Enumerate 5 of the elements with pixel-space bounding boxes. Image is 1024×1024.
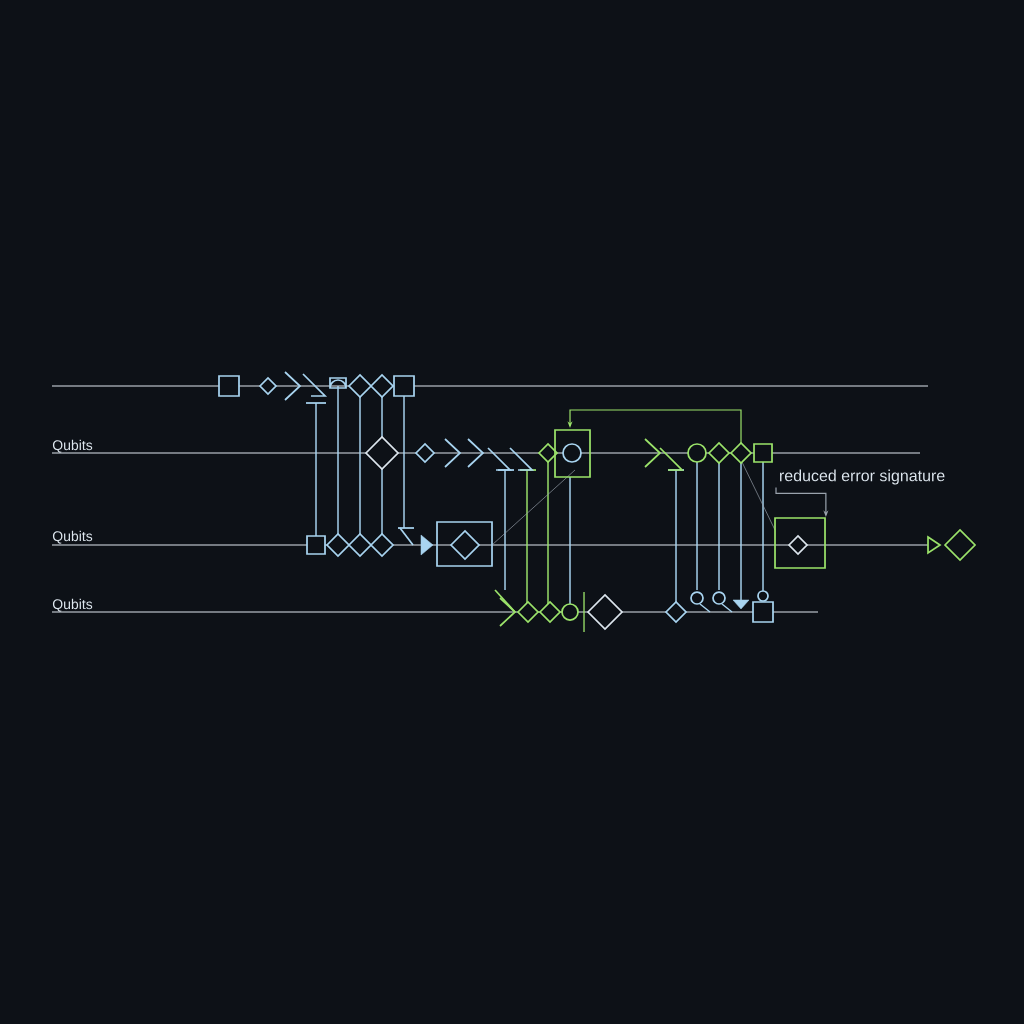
annotation-text: reduced error signature: [780, 469, 945, 485]
wire-label: Qubits: [52, 598, 93, 612]
wire-label: Qubits: [52, 530, 93, 544]
gate-box: [774, 517, 826, 569]
wire-label: Qubits: [52, 439, 93, 453]
